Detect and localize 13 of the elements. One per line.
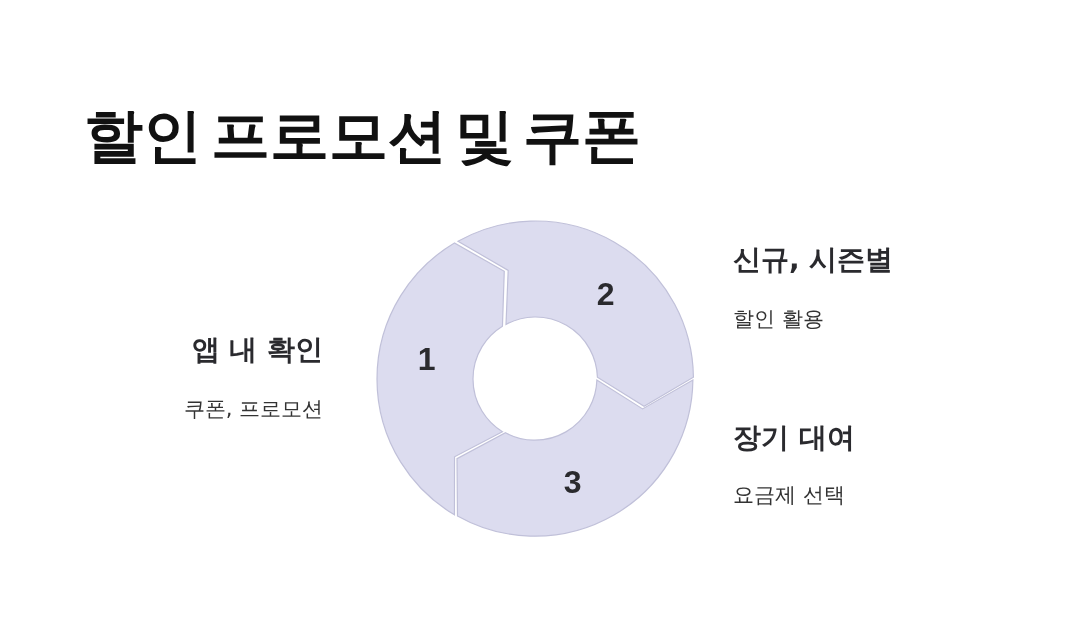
step-number: 2 xyxy=(596,278,615,311)
step-description: 쿠폰, 프로모션 xyxy=(183,397,323,423)
ring-arrow-segment xyxy=(456,379,694,538)
ring-arrow-segment xyxy=(376,241,506,516)
step-description: 할인 활용 xyxy=(733,307,824,333)
step-number: 3 xyxy=(563,465,582,498)
step-heading: 앱 내 확인 xyxy=(191,333,323,367)
step-description: 요금제 선택 xyxy=(733,483,845,509)
ring-arrow-segment xyxy=(456,219,694,407)
step-heading: 신규, 시즌별 xyxy=(733,243,894,277)
title: 할인 프로모션 및 쿠폰 xyxy=(84,101,641,172)
step-number: 1 xyxy=(417,343,436,376)
step-heading: 장기 대여 xyxy=(733,421,855,455)
